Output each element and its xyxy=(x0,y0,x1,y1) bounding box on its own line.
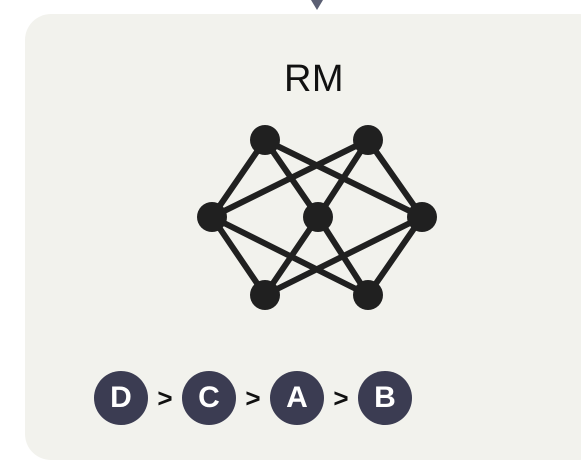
network-node xyxy=(197,202,227,232)
rank-badge-c: C xyxy=(182,371,236,425)
rank-badge-a: A xyxy=(270,371,324,425)
network-edge xyxy=(365,137,425,220)
network-node xyxy=(353,280,383,310)
network-node xyxy=(250,280,280,310)
down-arrow-icon xyxy=(311,0,323,10)
network-edge xyxy=(262,214,321,298)
network-edge xyxy=(209,137,268,220)
network-node xyxy=(407,202,437,232)
ranking-row: D > C > A > B xyxy=(94,370,412,426)
network-node xyxy=(353,125,383,155)
rm-title: RM xyxy=(283,58,345,100)
network-edge xyxy=(209,137,371,220)
network-node xyxy=(303,202,333,232)
network-edge xyxy=(315,137,371,220)
network-edge xyxy=(262,214,425,298)
rank-badge-b: B xyxy=(358,371,412,425)
greater-than-sign: > xyxy=(157,382,173,413)
rank-badge-d: D xyxy=(94,371,148,425)
greater-than-sign: > xyxy=(245,382,261,413)
network-node xyxy=(250,125,280,155)
network-edge xyxy=(365,214,425,298)
network-edge xyxy=(209,214,268,298)
greater-than-sign: > xyxy=(333,382,349,413)
